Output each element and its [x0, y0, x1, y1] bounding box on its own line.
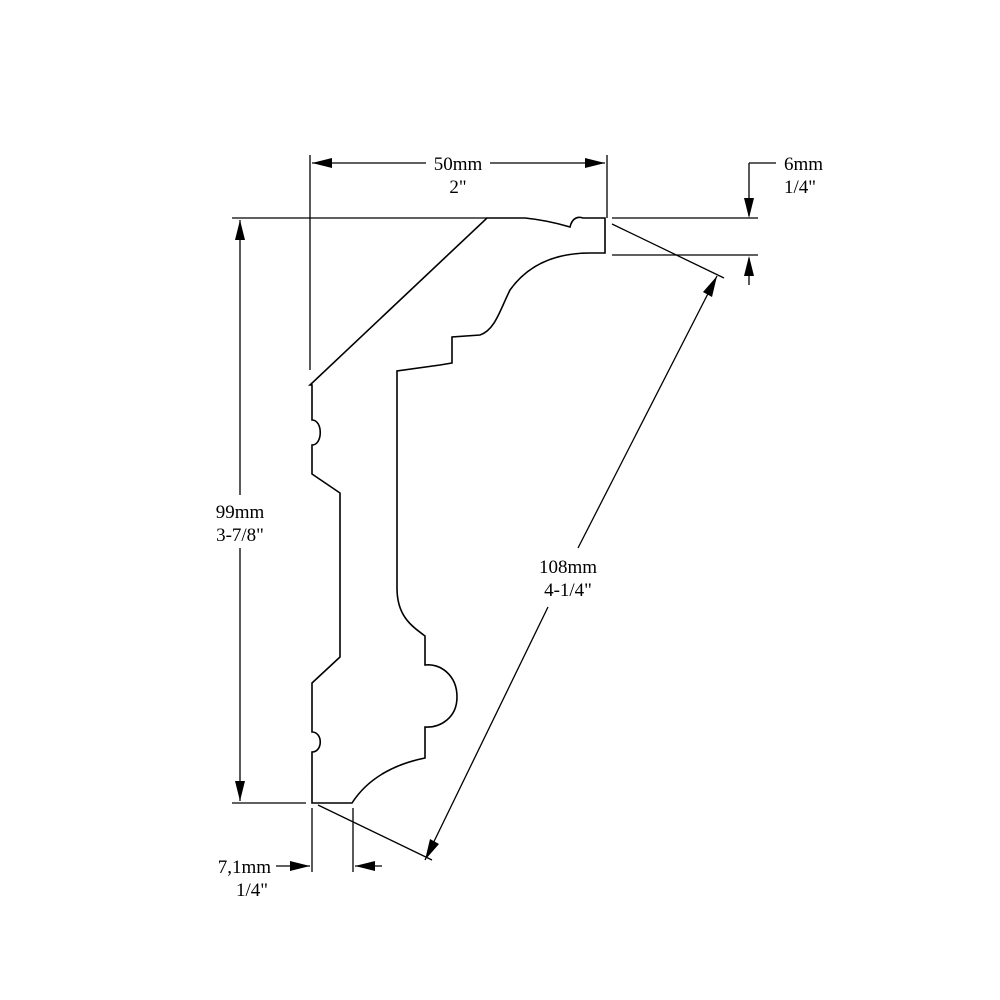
diagonal-imperial-label: 4-1/4" [544, 580, 592, 601]
bottom-offset-metric-label: 7,1mm [218, 857, 272, 878]
height-imperial-label: 3-7/8" [216, 525, 264, 546]
top-offset-dimension [744, 162, 776, 285]
diagonal-metric-label: 108mm [539, 557, 597, 578]
bottom-offset-imperial-label: 1/4" [236, 880, 268, 901]
height-dimension [235, 220, 245, 801]
top-offset-metric-label: 6mm [784, 154, 823, 175]
width-metric-label: 50mm [434, 154, 483, 175]
width-dimension [312, 158, 605, 168]
bottom-offset-dimension [276, 861, 382, 871]
top-offset-imperial-label: 1/4" [784, 177, 816, 198]
width-imperial-label: 2" [449, 177, 466, 198]
moulding-profile-outline [307, 216, 606, 804]
extension-lines [232, 155, 758, 872]
ext-diagonal-bottom [317, 804, 433, 861]
diagonal-dimension [424, 275, 718, 861]
ext-diagonal-top [611, 223, 725, 279]
height-metric-label: 99mm [216, 502, 265, 523]
